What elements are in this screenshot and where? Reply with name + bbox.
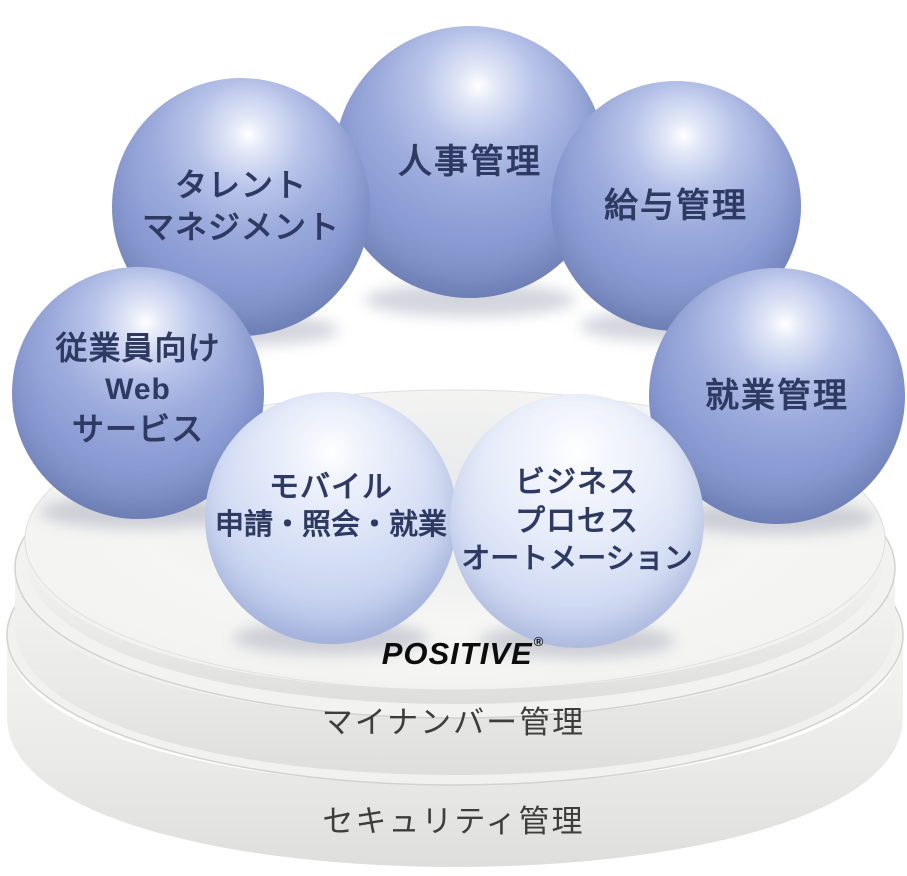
sphere-hr-management-label: 人事管理	[398, 140, 542, 184]
label-line: マネジメント	[141, 209, 340, 245]
layer-label-mynumber-management: マイナンバー管理	[321, 705, 586, 740]
sphere-mobile-apps: モバイル 申請・照会・就業	[205, 392, 457, 644]
tier2-side	[15, 568, 895, 775]
sphere-payroll-management-label: 給与管理	[604, 184, 748, 228]
positive-logo: POSITIVE®	[303, 634, 623, 672]
sphere-business-process-automation: ビジネス プロセス オートメーション	[450, 394, 704, 648]
label-line: プロセス	[514, 505, 639, 539]
label-line: 就業管理	[705, 376, 849, 415]
positive-logo-text: POSITIVE	[381, 636, 533, 671]
sphere-work-attendance-label: 就業管理	[705, 374, 849, 418]
label-line: 人事管理	[398, 142, 542, 181]
label-line: ビジネス	[514, 466, 639, 500]
registered-trademark-mark: ®	[533, 634, 545, 649]
sphere-mobile-apps-label: モバイル 申請・照会・就業	[215, 468, 447, 545]
sphere-bpa-label: ビジネス プロセス オートメーション	[461, 463, 692, 579]
label-line: サービス	[71, 410, 204, 447]
layer-label-security-management: セキュリティ管理	[322, 804, 585, 839]
label-line: 申請・照会・就業	[214, 508, 447, 541]
label-line: タレント	[174, 167, 307, 204]
label-line: モバイル	[268, 470, 393, 504]
label-line: 従業員向け	[55, 329, 221, 366]
sphere-payroll-management: 給与管理	[551, 81, 801, 331]
label-line: Web	[105, 372, 171, 406]
tier3-side	[7, 635, 903, 867]
sphere-employee-web-service-label: 従業員向け Web サービス	[55, 328, 220, 450]
label-line: オートメーション	[461, 543, 693, 576]
label-line: 給与管理	[604, 186, 748, 225]
sphere-talent-management-label: タレント マネジメント	[142, 165, 340, 248]
